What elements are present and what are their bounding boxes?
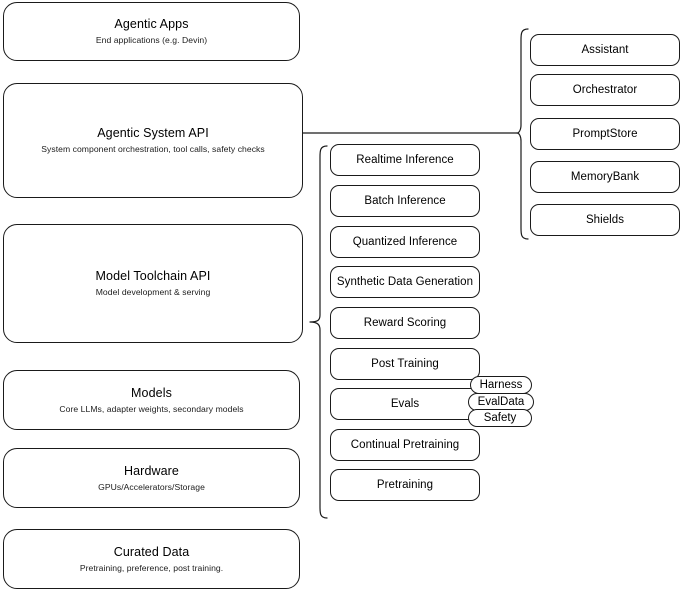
eval-pill-label: Safety bbox=[483, 411, 517, 424]
component-label: Orchestrator bbox=[572, 84, 638, 96]
layer-hardware[interactable]: Hardware GPUs/Accelerators/Storage bbox=[3, 448, 300, 508]
component-shields[interactable]: Shields bbox=[530, 204, 680, 236]
brace-toolchain-components bbox=[309, 145, 328, 519]
component-promptstore[interactable]: PromptStore bbox=[530, 118, 680, 150]
component-label: Synthetic Data Generation bbox=[336, 276, 474, 288]
component-quantized-inference[interactable]: Quantized Inference bbox=[330, 226, 480, 258]
eval-pill-label: Harness bbox=[479, 378, 523, 391]
component-label: Assistant bbox=[581, 44, 629, 56]
component-post-training[interactable]: Post Training bbox=[330, 348, 480, 380]
layer-agentic-apps[interactable]: Agentic Apps End applications (e.g. Devi… bbox=[3, 2, 300, 61]
component-label: Pretraining bbox=[376, 479, 434, 491]
component-label: PromptStore bbox=[572, 128, 638, 140]
layer-model-toolchain-api[interactable]: Model Toolchain API Model development & … bbox=[3, 224, 303, 343]
layer-subtitle: Pretraining, preference, post training. bbox=[79, 562, 224, 573]
layer-subtitle: Model development & serving bbox=[95, 287, 211, 297]
layer-models[interactable]: Models Core LLMs, adapter weights, secon… bbox=[3, 370, 300, 430]
component-continual-pretraining[interactable]: Continual Pretraining bbox=[330, 429, 480, 461]
layer-title: Models bbox=[131, 385, 172, 400]
component-realtime-inference[interactable]: Realtime Inference bbox=[330, 144, 480, 176]
component-label: Reward Scoring bbox=[363, 317, 447, 329]
eval-pill-label: EvalData bbox=[477, 395, 525, 408]
layer-title: Agentic Apps bbox=[114, 17, 189, 31]
layer-title: Model Toolchain API bbox=[95, 269, 211, 283]
layer-title: Hardware bbox=[124, 463, 179, 478]
component-label: Batch Inference bbox=[364, 195, 446, 207]
component-label: MemoryBank bbox=[570, 171, 640, 183]
layer-subtitle: GPUs/Accelerators/Storage bbox=[98, 481, 205, 492]
component-pretraining[interactable]: Pretraining bbox=[330, 469, 480, 501]
component-memorybank[interactable]: MemoryBank bbox=[530, 161, 680, 193]
eval-pill-safety[interactable]: Safety bbox=[468, 409, 532, 427]
component-evals[interactable]: Evals bbox=[330, 388, 480, 420]
layer-subtitle: System component orchestration, tool cal… bbox=[41, 144, 265, 154]
component-label: Post Training bbox=[371, 358, 439, 370]
layer-subtitle: Core LLMs, adapter weights, secondary mo… bbox=[59, 403, 244, 414]
component-batch-inference[interactable]: Batch Inference bbox=[330, 185, 480, 217]
component-label: Continual Pretraining bbox=[350, 439, 460, 451]
layer-title: Agentic System API bbox=[97, 126, 209, 140]
component-synthetic-data-generation[interactable]: Synthetic Data Generation bbox=[330, 266, 480, 298]
component-orchestrator[interactable]: Orchestrator bbox=[530, 74, 680, 106]
component-label: Evals bbox=[390, 398, 420, 410]
eval-pill-harness[interactable]: Harness bbox=[470, 376, 532, 394]
component-assistant[interactable]: Assistant bbox=[530, 34, 680, 66]
component-reward-scoring[interactable]: Reward Scoring bbox=[330, 307, 480, 339]
component-label: Quantized Inference bbox=[352, 236, 458, 248]
brace-agentic-components bbox=[516, 28, 529, 240]
layer-title: Curated Data bbox=[113, 544, 190, 559]
component-label: Shields bbox=[585, 214, 625, 226]
component-label: Realtime Inference bbox=[356, 154, 454, 166]
layer-curated-data[interactable]: Curated Data Pretraining, preference, po… bbox=[3, 529, 300, 589]
layer-subtitle: End applications (e.g. Devin) bbox=[95, 35, 208, 45]
layer-agentic-system-api[interactable]: Agentic System API System component orch… bbox=[3, 83, 303, 198]
